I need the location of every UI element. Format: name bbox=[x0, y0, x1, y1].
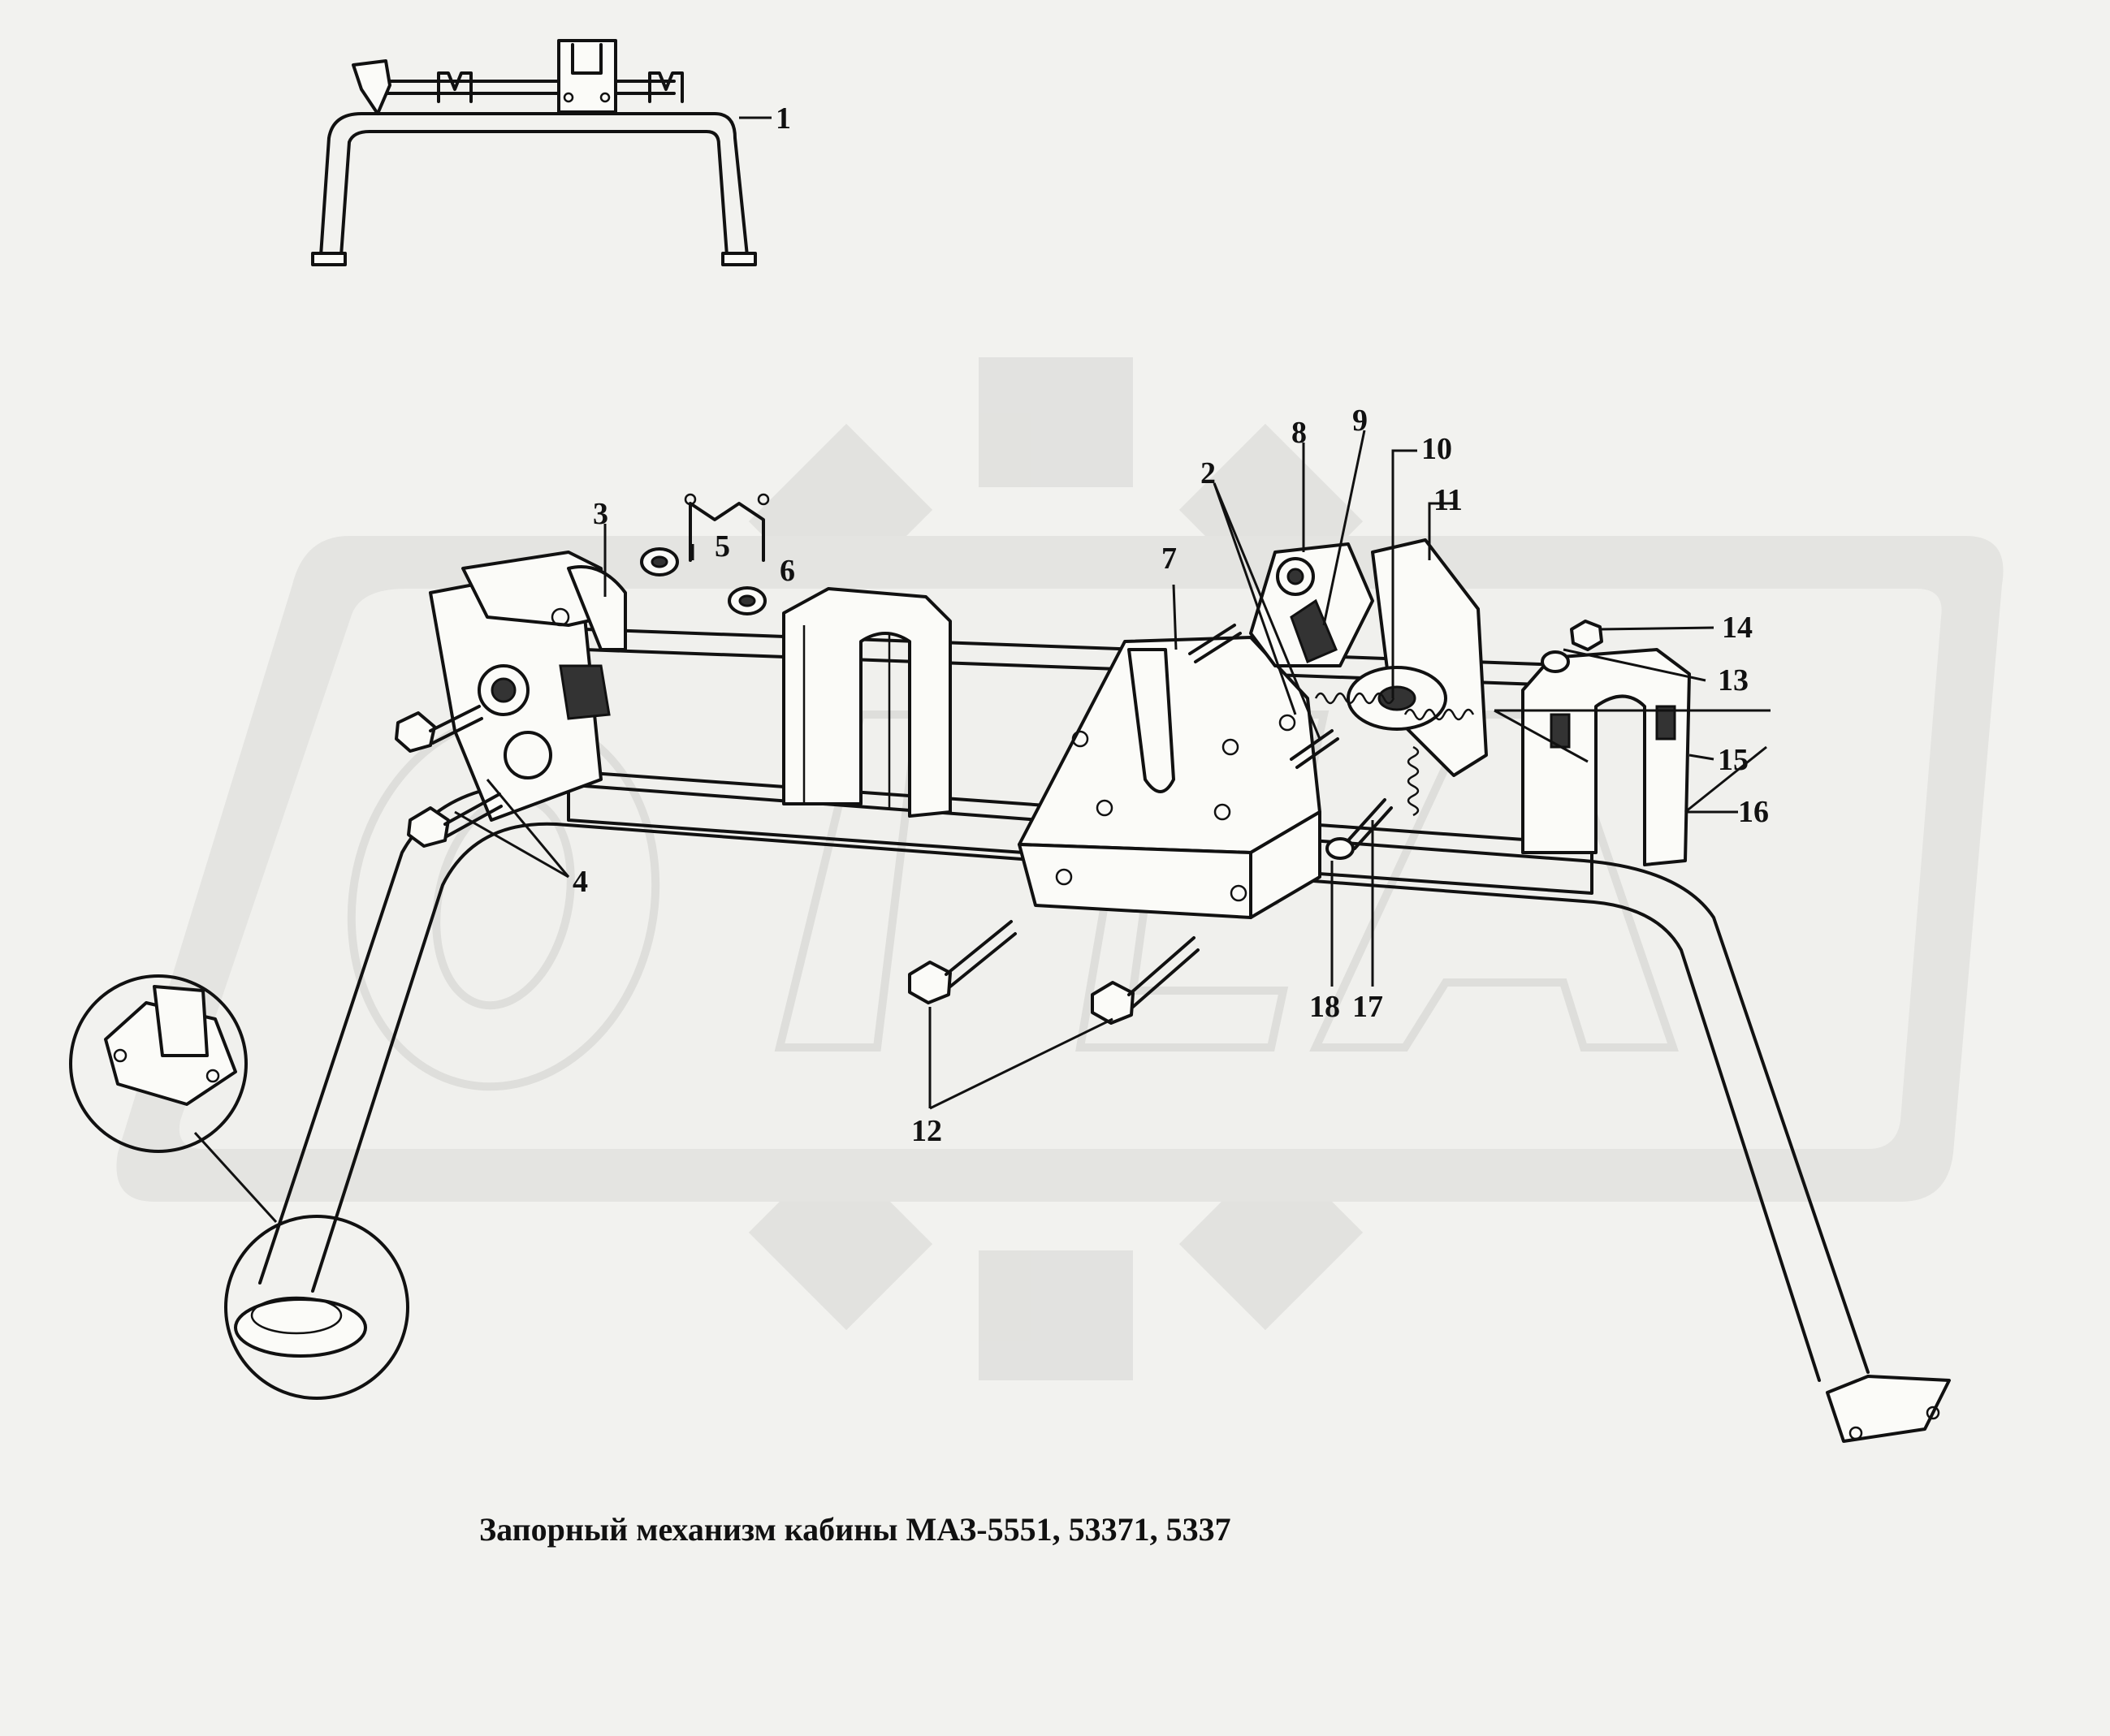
callout-labels: 1 2 3 4 5 6 7 8 9 10 11 12 13 14 15 16 1… bbox=[573, 101, 1769, 1148]
callout-7: 7 bbox=[1161, 542, 1177, 576]
callout-17: 17 bbox=[1352, 990, 1383, 1024]
lower-bolts bbox=[908, 920, 1200, 1025]
callout-15: 15 bbox=[1718, 743, 1749, 777]
left-u-support bbox=[782, 587, 952, 818]
leader-lines bbox=[454, 116, 1771, 1110]
callout-12: 12 bbox=[911, 1114, 942, 1148]
ratchet-plate bbox=[1347, 538, 1488, 777]
callout-3: 3 bbox=[593, 497, 608, 531]
callout-18: 18 bbox=[1309, 990, 1340, 1024]
callout-9: 9 bbox=[1352, 404, 1368, 438]
right-u-support bbox=[1521, 620, 1691, 866]
callout-1: 1 bbox=[776, 101, 791, 136]
figure-caption: Запорный механизм кабины МАЗ-5551, 53371… bbox=[479, 1511, 1231, 1548]
detail-magnifier-top bbox=[69, 974, 248, 1153]
callout-14: 14 bbox=[1722, 611, 1753, 645]
overview-assembly bbox=[311, 39, 757, 266]
pin-and-washers bbox=[640, 493, 770, 615]
callout-6: 6 bbox=[780, 554, 795, 588]
left-hook-bracket bbox=[429, 551, 627, 822]
springs bbox=[1314, 692, 1475, 817]
detail-magnifier-foot bbox=[193, 1131, 409, 1400]
left-bolts bbox=[395, 705, 503, 848]
callout-8: 8 bbox=[1291, 416, 1307, 450]
studs bbox=[1188, 624, 1339, 769]
callout-11: 11 bbox=[1433, 483, 1463, 517]
callout-10: 10 bbox=[1421, 432, 1452, 466]
callout-5: 5 bbox=[715, 529, 730, 564]
lock-lever bbox=[1249, 542, 1374, 667]
callout-13: 13 bbox=[1718, 663, 1749, 697]
callout-2: 2 bbox=[1200, 456, 1216, 490]
callout-16: 16 bbox=[1738, 795, 1769, 829]
central-lock-body bbox=[1018, 636, 1321, 919]
callout-4: 4 bbox=[573, 865, 588, 899]
